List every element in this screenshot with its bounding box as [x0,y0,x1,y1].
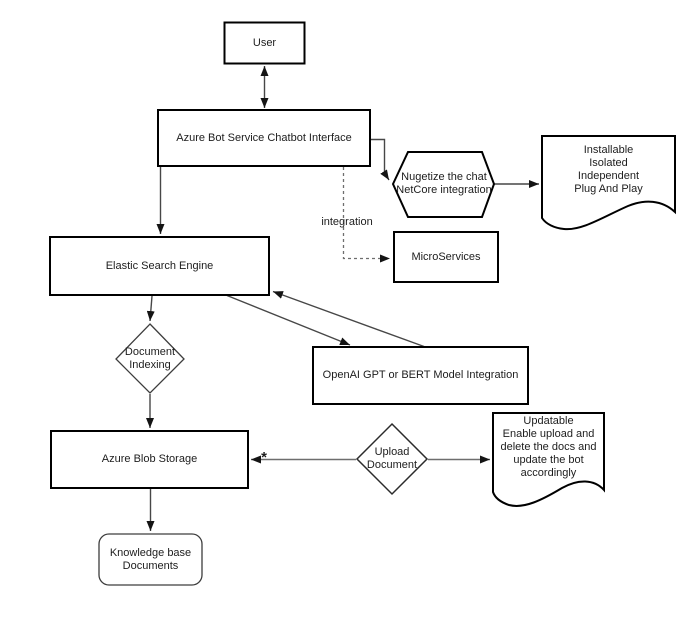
node-knowledge-base-shape [98,533,203,586]
node-nugetize-hexagon-shape [391,151,496,218]
node-user-shape [223,21,306,65]
node-azure-blob-shape [50,430,249,489]
node-openai-model-shape [312,346,529,405]
node-azure-bot-shape [157,109,371,167]
edge-elastic-search-document-indexing [146,295,155,322]
node-document-indexing-shape [115,323,185,394]
edge-azure-bot-nugetize-hexagon [370,138,390,181]
edge-elastic-search-openai-model [226,294,351,346]
edge-azure-bot-microservices-dashed [342,167,390,263]
node-upload-document-shape [355,422,429,496]
node-updatable-document-shape [492,412,605,507]
edge-openai-model-elastic-search [272,290,425,348]
node-installable-document-shape [541,135,676,231]
node-microservices-shape [393,231,499,283]
node-elastic-search-shape [49,236,270,296]
